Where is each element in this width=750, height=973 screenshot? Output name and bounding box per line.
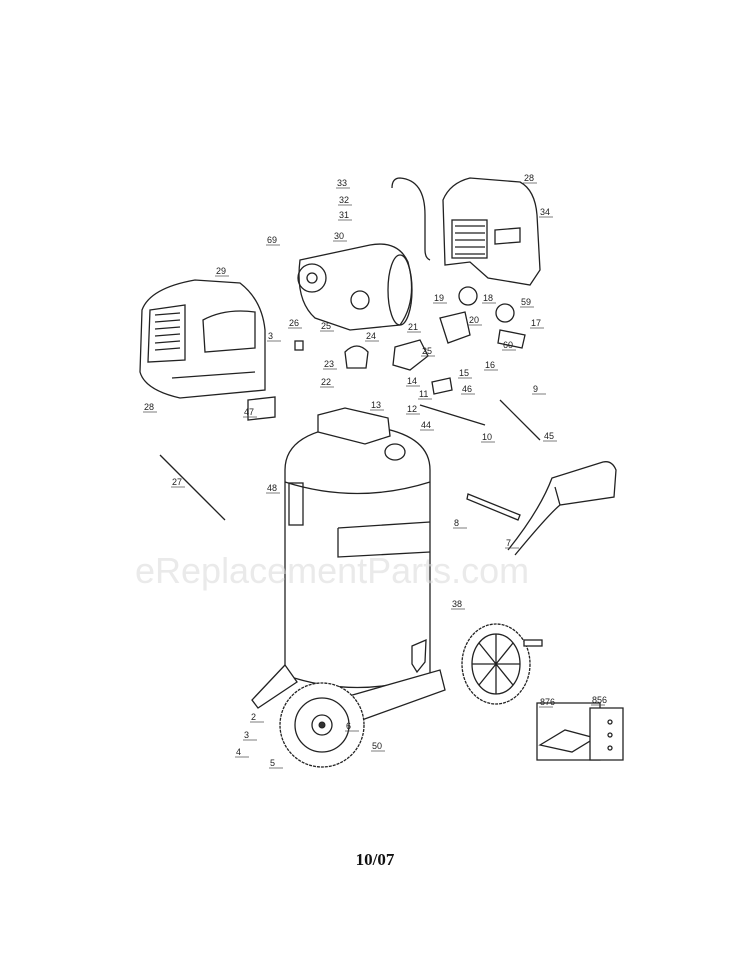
revision-date: 10/07 <box>355 850 395 869</box>
callout-29: 13 <box>371 400 381 410</box>
callout-11: 20 <box>469 315 479 325</box>
pump-motor <box>297 243 413 331</box>
front-shroud <box>139 279 266 399</box>
rear-shroud <box>442 177 541 286</box>
callout-22: 15 <box>459 368 469 378</box>
callout-35: 27 <box>172 477 182 487</box>
callout-20: 25 <box>422 346 432 356</box>
callout-12: 17 <box>531 318 541 328</box>
callout-8: 18 <box>483 293 493 303</box>
callout-14: 3 <box>268 331 273 341</box>
wheel-rear <box>461 623 543 705</box>
callout-31: 47 <box>244 407 254 417</box>
callout-1: 32 <box>339 195 349 205</box>
callout-44: 3 <box>244 730 249 740</box>
saddle-bracket <box>317 407 391 445</box>
callout-16: 24 <box>366 331 376 341</box>
air-tank <box>284 424 431 689</box>
callout-7: 29 <box>216 266 226 276</box>
small-parts <box>159 286 624 761</box>
callout-5: 69 <box>267 235 277 245</box>
callout-23: 14 <box>407 376 417 386</box>
callout-43: 6 <box>346 721 351 731</box>
callout-34: 45 <box>544 431 554 441</box>
callout-10: 59 <box>521 297 531 307</box>
callout-28: 28 <box>144 402 154 412</box>
callout-37: 8 <box>454 518 459 528</box>
callout-6: 30 <box>334 231 344 241</box>
callout-32: 44 <box>421 420 431 430</box>
callout-15: 25 <box>321 321 331 331</box>
callout-9: 19 <box>434 293 444 303</box>
discharge-tube <box>391 177 431 261</box>
callout-26: 46 <box>462 384 472 394</box>
handle <box>466 461 617 556</box>
callout-42: 2 <box>251 712 256 722</box>
callout-3: 28 <box>524 173 534 183</box>
callout-24: 22 <box>321 377 331 387</box>
callout-13: 26 <box>289 318 299 328</box>
callout-40: 876 <box>540 697 555 707</box>
callout-4: 34 <box>540 207 550 217</box>
callout-36: 48 <box>267 483 277 493</box>
callout-30: 12 <box>407 404 417 414</box>
callout-45: 50 <box>372 741 382 751</box>
callout-38: 7 <box>506 538 511 548</box>
callout-41: 856 <box>592 695 607 705</box>
callout-33: 10 <box>482 432 492 442</box>
callout-39: 38 <box>452 599 462 609</box>
watermark: eReplacementParts.com <box>135 550 529 591</box>
callout-25: 11 <box>419 389 428 399</box>
callout-27: 9 <box>533 384 538 394</box>
callout-2: 31 <box>339 210 349 220</box>
callout-46: 4 <box>236 747 241 757</box>
callout-21: 16 <box>485 360 495 370</box>
callout-17: 21 <box>408 322 418 332</box>
callout-18: 60 <box>503 340 513 350</box>
wheel-front <box>279 682 365 768</box>
callout-47: 5 <box>270 758 275 768</box>
callout-19: 23 <box>324 359 334 369</box>
callout-0: 33 <box>337 178 347 188</box>
